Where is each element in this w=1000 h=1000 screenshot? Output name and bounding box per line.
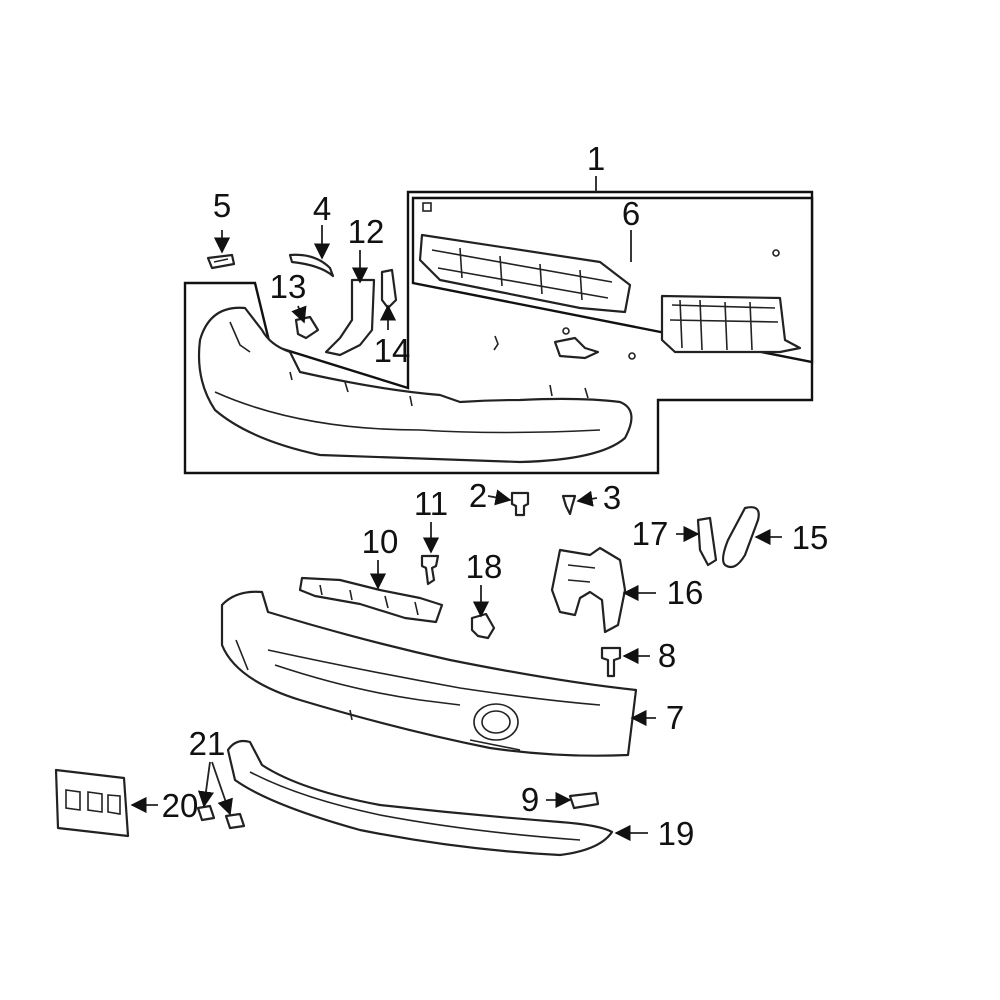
callout-19: 19 xyxy=(658,815,695,852)
part-4-strip xyxy=(288,253,335,278)
callout-7: 7 xyxy=(666,699,684,736)
callout-15: 15 xyxy=(792,519,829,556)
callout-labels: 1 2 3 4 5 6 7 8 9 10 11 12 13 14 15 16 1… xyxy=(162,140,829,852)
part-12-bracket xyxy=(324,278,376,357)
callout-2: 2 xyxy=(469,477,487,514)
callout-1: 1 xyxy=(587,140,605,177)
callout-16: 16 xyxy=(667,574,704,611)
callout-4: 4 xyxy=(313,190,331,227)
callout-5: 5 xyxy=(213,187,231,224)
part-17-bracket xyxy=(696,516,718,567)
part-18-clip xyxy=(470,612,496,640)
callout-9: 9 xyxy=(521,781,539,818)
callout-17: 17 xyxy=(632,515,669,552)
part-15-trim xyxy=(721,506,760,569)
part-11-pin xyxy=(420,554,440,586)
part-7-bumper xyxy=(220,590,638,757)
mounting-plate xyxy=(660,294,802,354)
callout-6: 6 xyxy=(622,195,640,232)
part-8-bolt xyxy=(600,646,622,678)
frame-fasteners xyxy=(493,327,636,360)
callout-14: 14 xyxy=(374,332,411,369)
callout-13: 13 xyxy=(270,268,307,305)
part-3-screw xyxy=(561,494,577,516)
part-9-clip xyxy=(568,791,600,810)
callout-3: 3 xyxy=(603,479,621,516)
leader-arrows xyxy=(130,225,782,842)
callout-21: 21 xyxy=(189,725,226,762)
part-5-clip xyxy=(206,253,236,270)
callout-20: 20 xyxy=(162,787,199,824)
part-13-bolt xyxy=(294,315,320,340)
part-2-bolt xyxy=(510,491,530,517)
part-10-bracket xyxy=(298,576,444,624)
callout-11: 11 xyxy=(414,485,448,522)
part-19-valance xyxy=(226,739,614,857)
part-16-bracket xyxy=(550,546,627,634)
part-21-fasteners xyxy=(196,804,246,830)
callout-12: 12 xyxy=(348,213,385,250)
callout-10: 10 xyxy=(362,523,399,560)
bumper-reinforcement xyxy=(418,202,780,314)
callout-18: 18 xyxy=(466,548,503,585)
part-14-bracket xyxy=(380,268,398,310)
upper-bumper-cover xyxy=(197,306,633,464)
part-20-plate-bracket xyxy=(54,768,130,838)
callout-8: 8 xyxy=(658,637,676,674)
